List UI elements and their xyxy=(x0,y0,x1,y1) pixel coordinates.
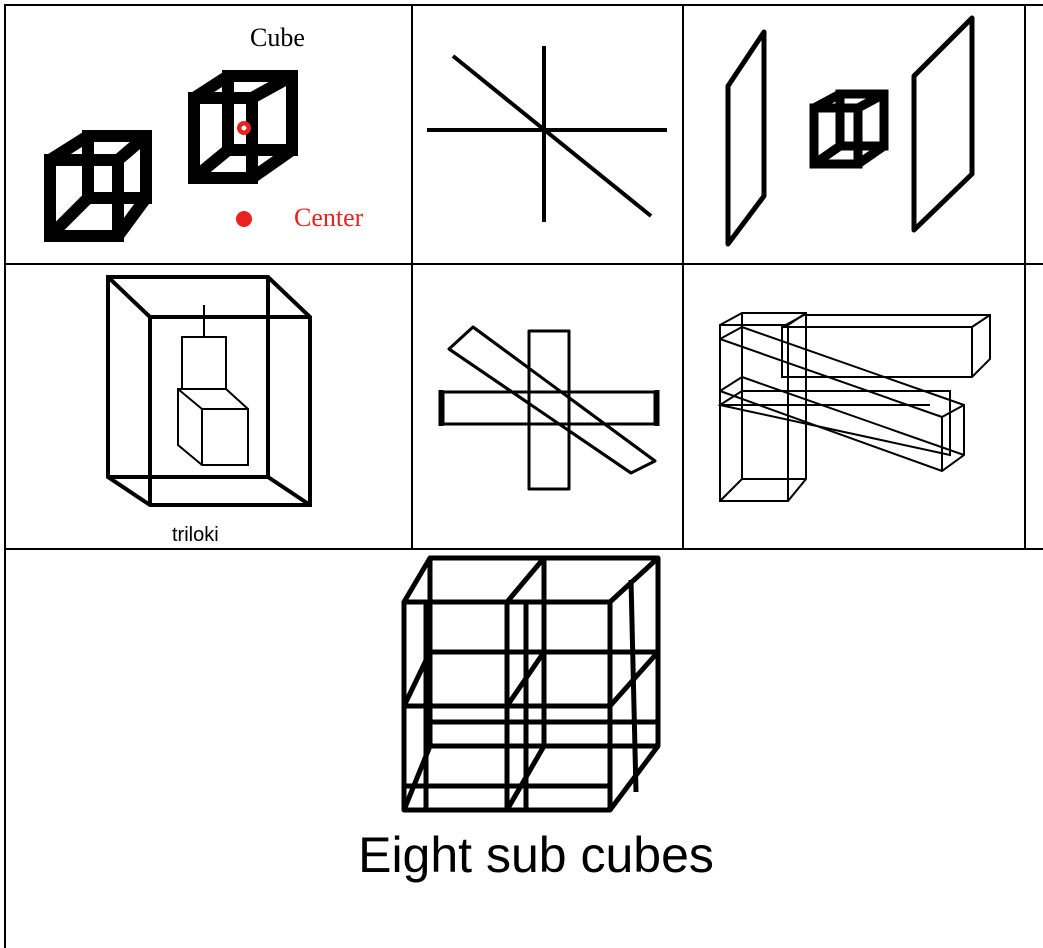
vertical-bar xyxy=(529,331,569,489)
center-dot-in-cube xyxy=(237,121,251,135)
triloki-caption: triloki xyxy=(172,524,219,546)
crossing-axes-figure xyxy=(413,6,682,263)
grid-col3-divider xyxy=(1024,4,1026,550)
cube-between-planes-figure xyxy=(684,6,1024,263)
right-plane xyxy=(914,18,972,230)
center-legend-dot xyxy=(236,211,252,227)
triloki-figure: triloki xyxy=(6,265,411,548)
eight-sub-cubes-caption: Eight sub cubes xyxy=(358,827,714,883)
cube-center-figure: Cube Center xyxy=(0,0,412,264)
small-bold-cube xyxy=(814,94,884,164)
bold-cube-left xyxy=(50,136,146,236)
diagonal-axis xyxy=(453,56,651,216)
left-plane xyxy=(728,32,764,244)
inner-small-cube xyxy=(178,389,248,465)
cube-label: Cube xyxy=(250,23,305,52)
upper-inner-block xyxy=(182,337,226,389)
eight-sub-cubes-figure: Eight sub cubes xyxy=(6,550,1043,948)
crossing-prisms-figure xyxy=(413,265,682,548)
outer-box-front xyxy=(108,277,310,505)
three-prisms-figure xyxy=(684,265,1024,548)
center-label: Center xyxy=(294,203,364,232)
